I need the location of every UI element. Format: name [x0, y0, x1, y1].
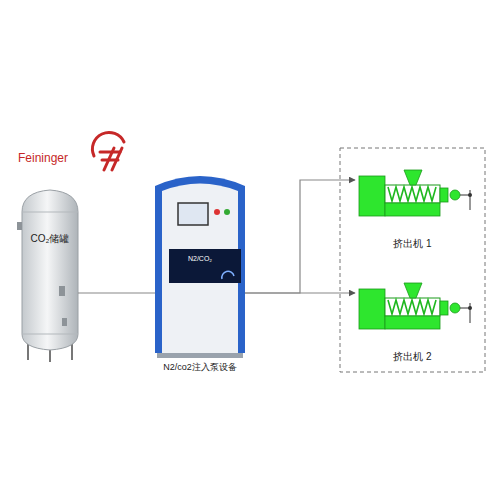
panel-logo	[222, 271, 234, 279]
tank-drawing	[17, 190, 78, 362]
tank-valve	[59, 286, 65, 296]
tank-fitting	[17, 222, 22, 230]
extruder-nozzle	[450, 303, 460, 313]
extruder-label: 挤出机 1	[393, 238, 431, 250]
extruder-group-frame	[340, 148, 485, 372]
extruder-nozzle	[450, 190, 460, 200]
extruder-hopper	[404, 283, 422, 298]
screen-label: N2/CO₂	[188, 255, 212, 263]
flow-line	[245, 292, 355, 293]
flow-line	[78, 292, 155, 293]
device-caption: N2/co2注入泵设备	[163, 362, 237, 373]
tank-body	[22, 190, 78, 350]
extruder-point	[468, 306, 472, 310]
tank-label: CO₂储罐	[31, 233, 70, 245]
extruder-drawing	[359, 283, 472, 329]
extruder-barrel	[385, 185, 440, 203]
injection-pump: N2/CO₂ N2/co2注入泵设备	[155, 175, 245, 375]
brand-name: Feininger	[18, 151, 68, 165]
pump-drawing	[155, 176, 245, 358]
extruder-barrel	[385, 298, 440, 316]
stop-button	[214, 209, 220, 215]
extruder-screw	[388, 300, 436, 314]
extruder-die	[440, 188, 448, 202]
flow-line	[245, 180, 355, 293]
extruder-point	[468, 193, 472, 197]
tank-seam	[22, 334, 78, 335]
extruder-base	[385, 316, 440, 329]
start-button	[224, 209, 230, 215]
cabinet-frame	[155, 176, 245, 353]
logo-bar	[100, 151, 120, 154]
extruder: 挤出机 2	[355, 273, 470, 365]
co2-tank: CO₂储罐	[22, 195, 78, 345]
tank-seam	[22, 212, 78, 213]
tank-fitting	[62, 318, 67, 326]
extruder-motor	[359, 289, 385, 329]
cabinet-base	[157, 353, 243, 358]
extruder-motor	[359, 176, 385, 216]
logo-stroke	[112, 148, 122, 170]
extruder-label: 挤出机 2	[393, 351, 431, 363]
touch-screen	[178, 203, 208, 225]
extruder-screw	[388, 187, 436, 201]
display-panel	[169, 249, 241, 283]
extruder-hopper	[404, 170, 422, 185]
extruder-die	[440, 301, 448, 315]
extruder: 挤出机 1	[355, 160, 470, 252]
logo-mark	[92, 132, 124, 170]
extruder-base	[385, 203, 440, 216]
extruder-drawing	[359, 170, 472, 216]
